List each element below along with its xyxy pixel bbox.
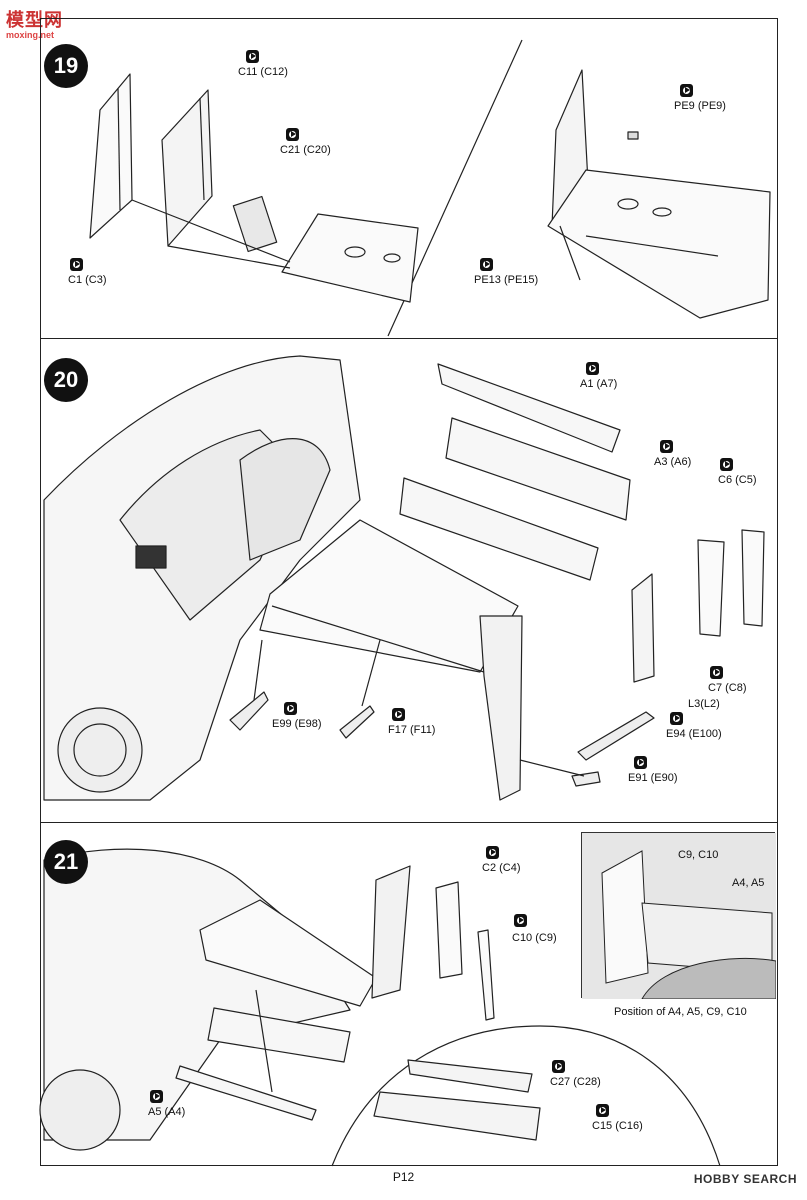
part-marker-icon	[480, 258, 493, 271]
part-marker-icon	[680, 84, 693, 97]
step-number-19: 19	[44, 44, 88, 88]
instruction-frame	[40, 18, 778, 1166]
part-marker-icon	[586, 362, 599, 375]
part-label-a5: A5 (A4)	[148, 1106, 186, 1118]
part-marker-icon	[710, 666, 723, 679]
inset-drawing	[582, 833, 776, 999]
detail-inset: C9, C10 A4, A5	[581, 832, 776, 999]
part-label-c21: C21 (C20)	[280, 144, 331, 156]
part-label-c15: C15 (C16)	[592, 1120, 643, 1132]
page-number: P12	[392, 1170, 415, 1184]
part-label-e91: E91 (E90)	[628, 772, 678, 784]
part-marker-icon	[634, 756, 647, 769]
part-marker-icon	[660, 440, 673, 453]
part-label-f17: F17 (F11)	[388, 724, 436, 736]
part-marker-icon	[246, 50, 259, 63]
part-marker-icon	[514, 914, 527, 927]
part-label-pe9: PE9 (PE9)	[674, 100, 726, 112]
part-marker-icon	[284, 702, 297, 715]
part-marker-icon	[670, 712, 683, 725]
part-label-c2: C2 (C4)	[482, 862, 521, 874]
part-marker-icon	[720, 458, 733, 471]
part-label-c10: C10 (C9)	[512, 932, 557, 944]
site-logo: 模型网 moxing.net	[6, 6, 63, 40]
step-number-20: 20	[44, 358, 88, 402]
brand-watermark: HOBBY SEARCH	[693, 1172, 797, 1186]
part-label-c11: C11 (C12)	[238, 66, 288, 78]
site-logo-url: moxing.net	[6, 30, 55, 40]
part-marker-icon	[286, 128, 299, 141]
part-label-l3: L3(L2)	[688, 698, 720, 710]
section-divider-1	[40, 338, 778, 339]
part-label-c27: C27 (C28)	[550, 1076, 601, 1088]
part-label-c7: C7 (C8)	[708, 682, 747, 694]
inset-label-c9-c10: C9, C10	[678, 849, 719, 861]
part-label-a1: A1 (A7)	[580, 378, 618, 390]
section-divider-2	[40, 822, 778, 823]
part-label-c6: C6 (C5)	[718, 474, 757, 486]
part-label-e99: E99 (E98)	[272, 718, 322, 730]
part-label-c1: C1 (C3)	[68, 274, 107, 286]
part-marker-icon	[70, 258, 83, 271]
part-marker-icon	[486, 846, 499, 859]
inset-caption: Position of A4, A5, C9, C10	[614, 1006, 747, 1018]
part-marker-icon	[392, 708, 405, 721]
part-label-pe13: PE13 (PE15)	[474, 274, 539, 286]
part-marker-icon	[552, 1060, 565, 1073]
site-logo-text: 模型网	[6, 10, 63, 30]
part-marker-icon	[596, 1104, 609, 1117]
part-label-e94: E94 (E100)	[666, 728, 722, 740]
part-marker-icon	[150, 1090, 163, 1103]
inset-label-a4-a5: A4, A5	[732, 877, 765, 889]
part-label-a3: A3 (A6)	[654, 456, 692, 468]
step-number-21: 21	[44, 840, 88, 884]
